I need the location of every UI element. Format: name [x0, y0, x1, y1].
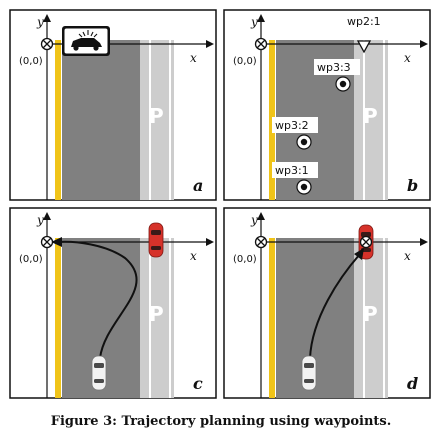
waypoint-dot-icon [296, 179, 312, 195]
parking-lane [140, 238, 174, 398]
figure-caption: Figure 3: Trajectory planning using wayp… [50, 414, 392, 429]
panel-a: y x (0,0) P a [9, 9, 217, 201]
panel-b: y x (0,0) P wp2:1 wp3:3 wp3:2 wp3:1 [223, 9, 431, 201]
waypoint-label-wp3-1: wp3:1 [275, 164, 309, 177]
waypoint-label-box [314, 59, 360, 75]
parking-lane [354, 238, 388, 398]
y-axis-label: y [36, 213, 44, 227]
panel-d: y x (0,0) P d [223, 207, 431, 399]
origin-label: (0,0) [233, 56, 257, 67]
white-car-icon [91, 355, 107, 391]
trajectory-path [309, 253, 361, 359]
waypoint-label-wp3-2: wp3:2 [275, 119, 309, 132]
origin-marker-icon [40, 235, 54, 249]
origin-marker-icon [254, 235, 268, 249]
y-axis-label: y [36, 15, 44, 29]
panel-letter: d [407, 374, 418, 393]
y-axis-label: y [250, 213, 258, 227]
panel-letter: b [407, 176, 418, 195]
waypoint-triangle-icon [356, 40, 372, 54]
origin-label: (0,0) [19, 56, 43, 67]
waypoint-dot-icon [335, 76, 351, 92]
origin-label: (0,0) [233, 254, 257, 265]
parking-p-label: P [363, 302, 378, 326]
trajectory-path [57, 240, 138, 359]
x-axis-label: x [190, 51, 197, 65]
parking-p-label: P [149, 104, 164, 128]
origin-marker-icon [254, 37, 268, 51]
panel-letter: c [193, 374, 203, 393]
y-axis-label: y [250, 15, 258, 29]
waypoint-dot-icon [296, 134, 312, 150]
x-axis-label: x [404, 51, 411, 65]
x-axis-label: x [404, 249, 411, 263]
road [62, 40, 140, 200]
x-axis-label: x [190, 249, 197, 263]
lane-line [269, 238, 275, 398]
red-car-icon [148, 222, 164, 258]
waypoint-label-box [272, 117, 318, 133]
panel-letter: a [193, 176, 203, 195]
waypoint-label-box [272, 162, 318, 178]
waypoint-label-box [344, 13, 388, 29]
waypoint-label-wp2-1: wp2:1 [347, 15, 381, 28]
parking-p-label: P [149, 302, 164, 326]
parking-p-label: P [363, 104, 378, 128]
origin-label: (0,0) [19, 254, 43, 265]
parking-lane [140, 40, 174, 200]
accident-sign-icon [62, 26, 110, 56]
lane-line [55, 40, 61, 200]
lane-line [55, 238, 61, 398]
origin-marker-icon [40, 37, 54, 51]
target-marker-icon [359, 235, 373, 249]
white-car-icon [301, 355, 317, 391]
panel-c: y x (0,0) P c [9, 207, 217, 399]
waypoint-label-wp3-3: wp3:3 [317, 61, 351, 74]
